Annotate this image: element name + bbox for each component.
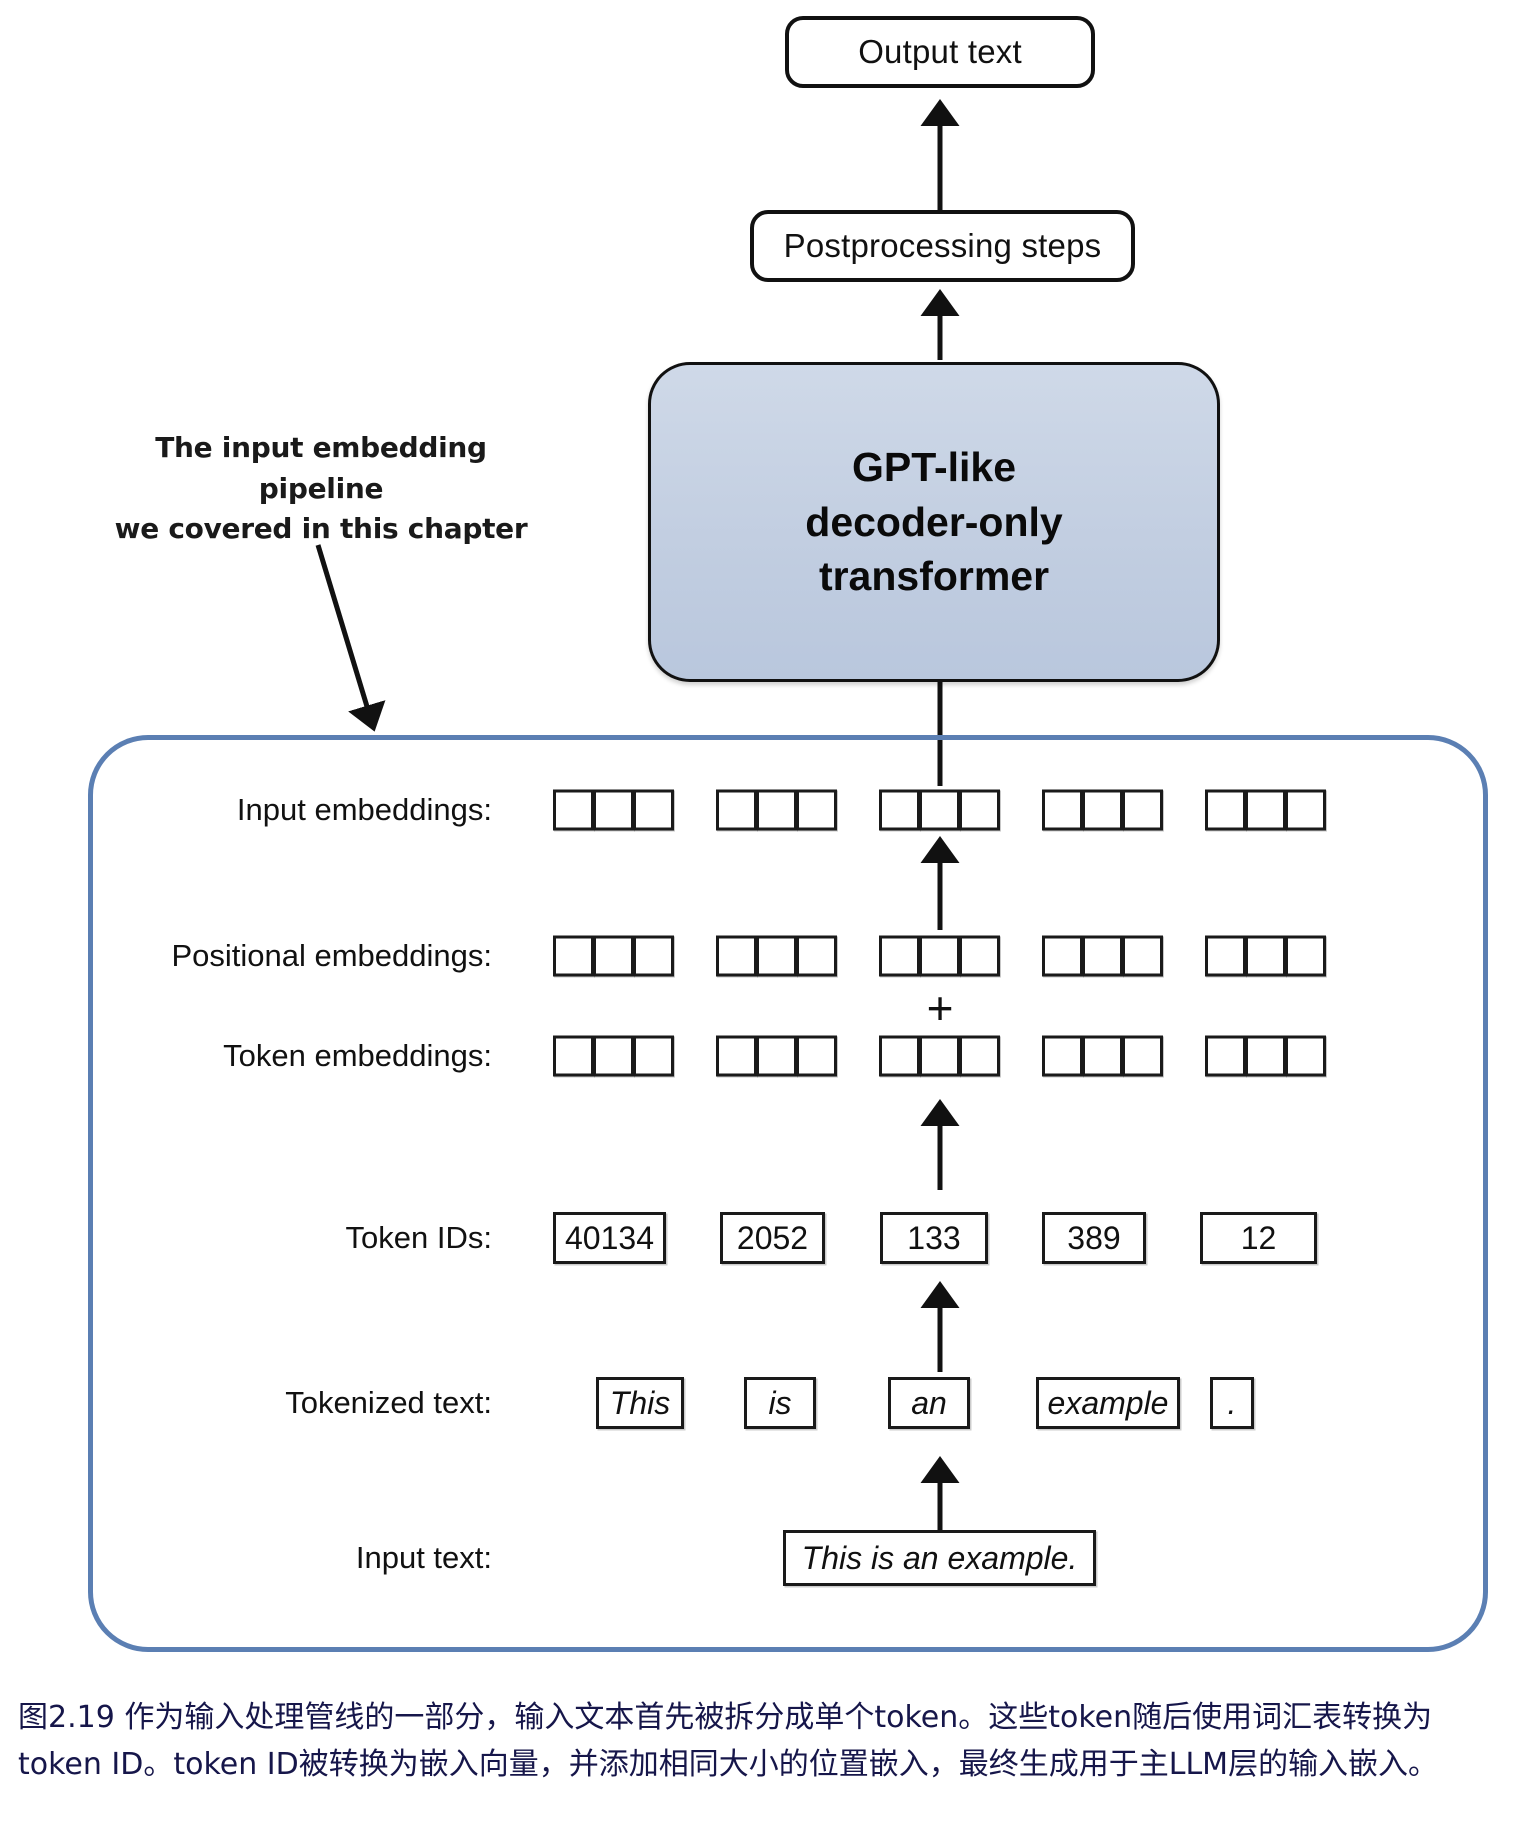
emb-cell bbox=[879, 789, 920, 831]
emb-cell bbox=[633, 935, 674, 977]
emb-cell bbox=[1082, 789, 1123, 831]
token-text-box-0: This bbox=[596, 1377, 684, 1429]
emb-group-positional-2 bbox=[879, 935, 1000, 977]
emb-cell bbox=[553, 935, 594, 977]
emb-cell bbox=[919, 935, 960, 977]
emb-group-positional-0 bbox=[553, 935, 674, 977]
emb-cell bbox=[1245, 1035, 1286, 1077]
emb-group-positional-1 bbox=[716, 935, 837, 977]
emb-cell bbox=[796, 789, 837, 831]
gpt-transformer-block: GPT-like decoder-only transformer bbox=[648, 362, 1220, 682]
emb-cell bbox=[716, 1035, 757, 1077]
emb-cell bbox=[1245, 789, 1286, 831]
emb-cell bbox=[959, 789, 1000, 831]
emb-cell bbox=[959, 1035, 1000, 1077]
emb-cell bbox=[553, 1035, 594, 1077]
emb-group-positional-3 bbox=[1042, 935, 1163, 977]
emb-cell bbox=[1205, 935, 1246, 977]
emb-group-token-3 bbox=[1042, 1035, 1163, 1077]
emb-cell bbox=[919, 1035, 960, 1077]
emb-group-token-2 bbox=[879, 1035, 1000, 1077]
emb-cell bbox=[959, 935, 1000, 977]
emb-cell bbox=[553, 789, 594, 831]
emb-cell bbox=[593, 789, 634, 831]
emb-cell bbox=[879, 935, 920, 977]
emb-cell bbox=[1245, 935, 1286, 977]
row-label-tokenized-text: Tokenized text: bbox=[285, 1385, 492, 1420]
token-id-box-1: 2052 bbox=[720, 1212, 825, 1264]
emb-group-positional-4 bbox=[1205, 935, 1326, 977]
token-text-box-1: is bbox=[744, 1377, 816, 1429]
caption-line-1: 图2.19 作为输入处理管线的一部分，输入文本首先被拆分成单个token。这些t… bbox=[18, 1700, 1433, 1735]
emb-cell bbox=[1042, 1035, 1083, 1077]
token-text-box-3: example bbox=[1036, 1377, 1180, 1429]
emb-cell bbox=[796, 1035, 837, 1077]
row-label-token-ids: Token IDs: bbox=[345, 1220, 492, 1255]
model-line-3: transformer bbox=[818, 553, 1050, 600]
emb-cell bbox=[1285, 789, 1326, 831]
emb-cell bbox=[1122, 1035, 1163, 1077]
arrow-annotation-callout bbox=[315, 544, 386, 732]
token-id-box-0: 40134 bbox=[553, 1212, 666, 1264]
output-text-box: Output text bbox=[785, 16, 1095, 88]
emb-group-token-0 bbox=[553, 1035, 674, 1077]
emb-group-input-3 bbox=[1042, 789, 1163, 831]
emb-group-token-1 bbox=[716, 1035, 837, 1077]
emb-group-input-4 bbox=[1205, 789, 1326, 831]
caption-line-2: token ID。token ID被转换为嵌入向量，并添加相同大小的位置嵌入，最… bbox=[18, 1746, 1439, 1782]
row-label-input-text: Input text: bbox=[355, 1540, 492, 1575]
annotation-line-1: The input embedding pipeline bbox=[155, 431, 487, 505]
emb-cell bbox=[1082, 1035, 1123, 1077]
model-line-2: decoder-only bbox=[805, 498, 1063, 545]
emb-cell bbox=[633, 789, 674, 831]
input-embedding-pipeline-container bbox=[88, 735, 1488, 1652]
emb-cell bbox=[1122, 789, 1163, 831]
emb-cell bbox=[1285, 935, 1326, 977]
emb-cell bbox=[919, 789, 960, 831]
postprocessing-label: Postprocessing steps bbox=[783, 227, 1102, 264]
annotation-line-2: we covered in this chapter bbox=[114, 512, 528, 546]
output-text-label: Output text bbox=[858, 33, 1022, 70]
model-line-1: GPT-like bbox=[851, 444, 1017, 491]
row-label-positional-embeddings: Positional embeddings: bbox=[171, 938, 492, 973]
row-label-input-embeddings: Input embeddings: bbox=[236, 792, 492, 827]
token-id-box-2: 133 bbox=[880, 1212, 988, 1264]
token-text-box-2: an bbox=[888, 1377, 970, 1429]
emb-cell bbox=[879, 1035, 920, 1077]
emb-cell bbox=[593, 1035, 634, 1077]
emb-cell bbox=[756, 935, 797, 977]
emb-cell bbox=[756, 1035, 797, 1077]
emb-cell bbox=[1205, 789, 1246, 831]
emb-cell bbox=[1285, 1035, 1326, 1077]
emb-cell bbox=[1205, 1035, 1246, 1077]
input-text-box: This is an example. bbox=[783, 1530, 1096, 1586]
row-label-token-embeddings: Token embeddings: bbox=[223, 1038, 492, 1073]
emb-cell bbox=[1042, 789, 1083, 831]
postprocessing-box: Postprocessing steps bbox=[750, 210, 1135, 282]
sum-operator: + bbox=[926, 982, 954, 1034]
emb-cell bbox=[796, 935, 837, 977]
emb-cell bbox=[756, 789, 797, 831]
emb-cell bbox=[1082, 935, 1123, 977]
emb-group-token-4 bbox=[1205, 1035, 1326, 1077]
emb-group-input-2 bbox=[879, 789, 1000, 831]
emb-group-input-1 bbox=[716, 789, 837, 831]
figure-caption: 图2.19 作为输入处理管线的一部分，输入文本首先被拆分成单个token。这些t… bbox=[18, 1695, 1498, 1788]
token-id-box-4: 12 bbox=[1200, 1212, 1317, 1264]
token-text-box-4: . bbox=[1210, 1377, 1254, 1429]
emb-cell bbox=[1122, 935, 1163, 977]
pipeline-annotation: The input embedding pipeline we covered … bbox=[96, 428, 546, 550]
emb-cell bbox=[716, 789, 757, 831]
emb-cell bbox=[716, 935, 757, 977]
emb-cell bbox=[633, 1035, 674, 1077]
token-id-box-3: 389 bbox=[1042, 1212, 1146, 1264]
emb-cell bbox=[593, 935, 634, 977]
emb-cell bbox=[1042, 935, 1083, 977]
emb-group-input-0 bbox=[553, 789, 674, 831]
